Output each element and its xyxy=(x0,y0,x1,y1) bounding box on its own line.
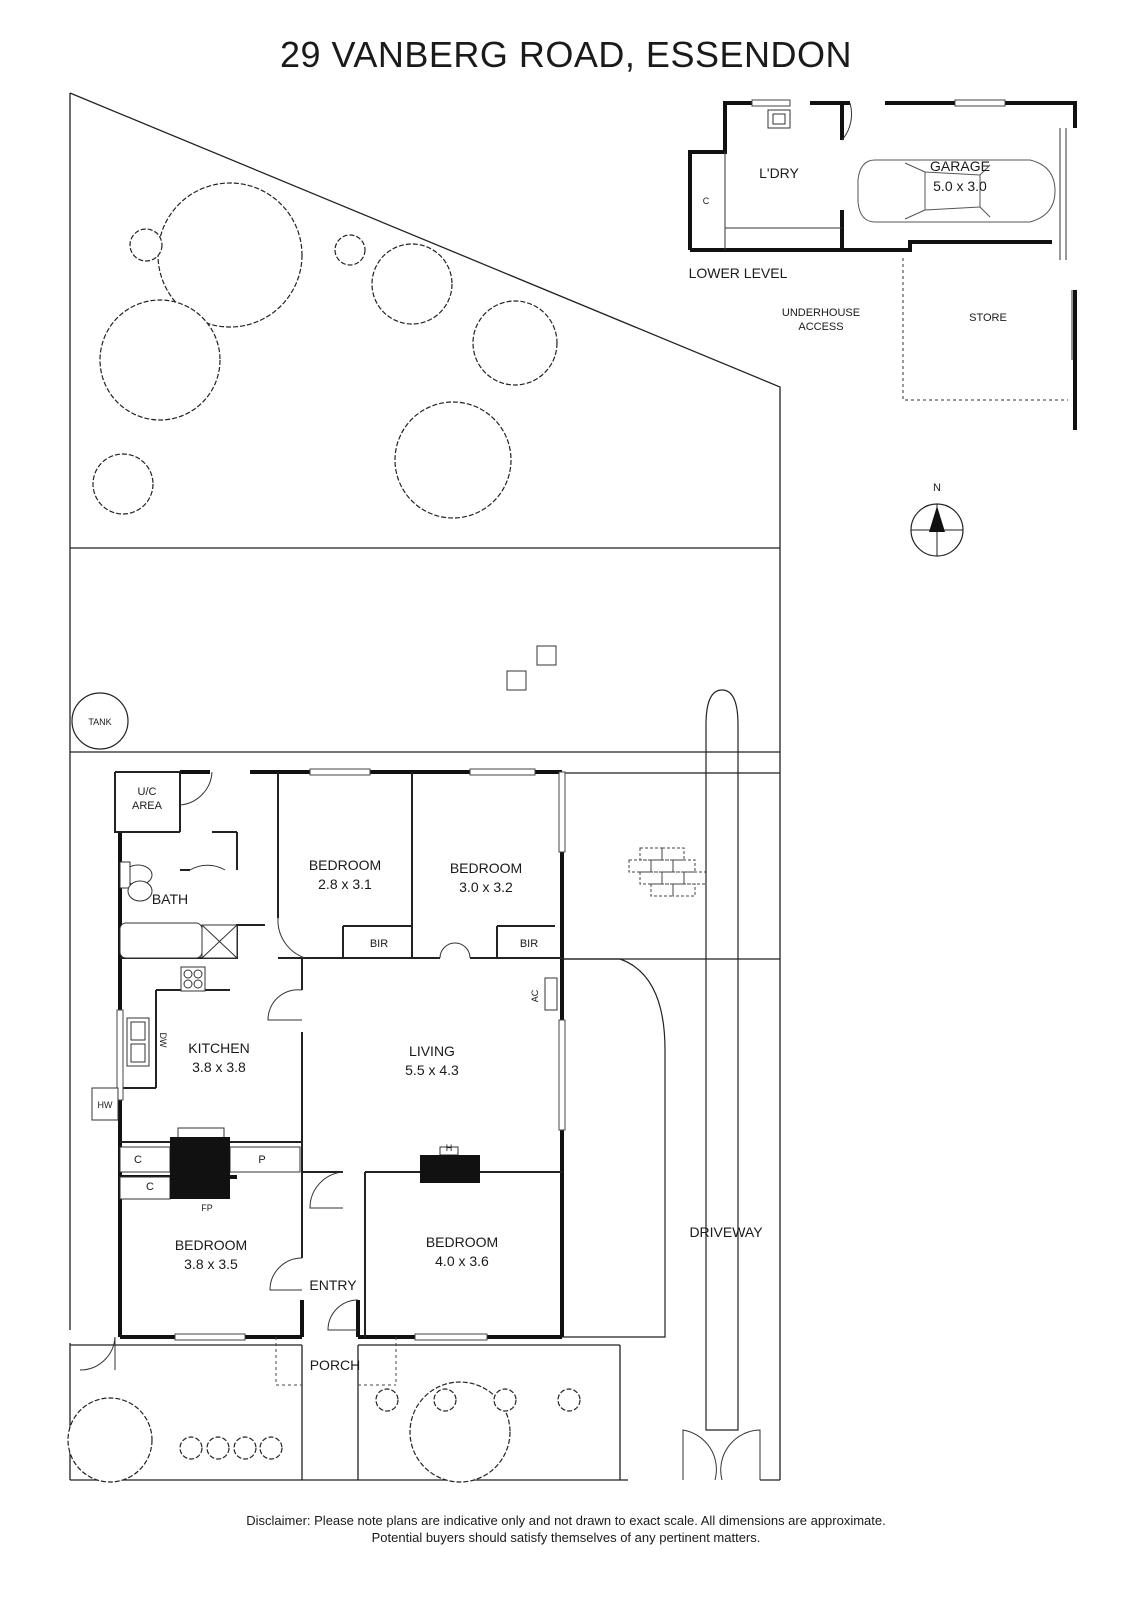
porch-label: PORCH xyxy=(310,1357,361,1373)
tree-icon xyxy=(259,1436,283,1460)
tree-icon xyxy=(99,299,221,421)
fixtures xyxy=(91,861,558,1200)
tree-icon xyxy=(233,1436,257,1460)
pavers xyxy=(506,645,557,691)
store-label: STORE xyxy=(969,312,1007,324)
dw-label: DW xyxy=(158,1033,168,1048)
bedroom-nw-label: BEDROOM xyxy=(309,857,381,873)
ac-unit xyxy=(544,977,558,1011)
cooktop-icon xyxy=(180,966,206,992)
brick-paving xyxy=(628,847,707,897)
windows xyxy=(116,99,1006,1341)
bir-label: BIR xyxy=(370,938,388,950)
entry-label: ENTRY xyxy=(309,1277,357,1293)
underhouse-label-2: ACCESS xyxy=(798,321,843,333)
fireplaces xyxy=(170,1137,480,1199)
hw-unit xyxy=(91,1087,119,1121)
tank-label: TANK xyxy=(88,717,111,727)
basin-icon xyxy=(127,880,153,902)
ac-label: AC xyxy=(530,989,540,1002)
bedroom-ne-dims: 3.0 x 3.2 xyxy=(459,879,513,895)
tree-icon xyxy=(67,1397,153,1483)
driveway xyxy=(562,689,739,1431)
tree-icon xyxy=(557,1388,581,1412)
porch-lines xyxy=(275,1337,397,1386)
driveway-label: DRIVEWAY xyxy=(689,1224,763,1240)
tree-icon xyxy=(92,453,154,515)
garage-label: GARAGE xyxy=(930,158,990,174)
tree-icon xyxy=(334,234,366,266)
bedroom-sw-dims: 3.8 x 3.5 xyxy=(184,1256,238,1272)
door-swings xyxy=(79,771,761,1481)
pantry-label: P xyxy=(258,1154,265,1166)
garage-dims: 5.0 x 3.0 xyxy=(933,178,987,194)
disclaimer-line-1: Disclaimer: Please note plans are indica… xyxy=(246,1513,886,1528)
tree-icons xyxy=(67,182,581,1483)
bedroom-se-label: BEDROOM xyxy=(426,1234,498,1250)
tree-icon xyxy=(472,300,558,386)
uc-area-label-2: AREA xyxy=(132,800,163,812)
kitchen-dims: 3.8 x 3.8 xyxy=(192,1059,246,1075)
compass-icon xyxy=(910,503,964,557)
tree-icon xyxy=(433,1388,457,1412)
hw-label: HW xyxy=(98,1100,113,1110)
disclaimer-line-2: Potential buyers should satisfy themselv… xyxy=(371,1530,761,1545)
tree-icon xyxy=(371,243,453,325)
compass-north-label: N xyxy=(933,482,941,494)
tree-icon xyxy=(493,1388,517,1412)
disclaimer: Disclaimer: Please note plans are indica… xyxy=(0,1512,1132,1546)
tank xyxy=(71,692,129,750)
cupboard-label: C xyxy=(146,1181,154,1193)
kitchen-label: KITCHEN xyxy=(188,1040,249,1056)
tree-icon xyxy=(375,1388,399,1412)
living-dims: 5.5 x 4.3 xyxy=(405,1062,459,1078)
bath-tub xyxy=(119,922,203,959)
tree-icon xyxy=(206,1436,230,1460)
car-icon xyxy=(857,159,1056,223)
laundry-label: L'DRY xyxy=(759,165,799,181)
bir-label: BIR xyxy=(520,938,538,950)
heater-label: H xyxy=(446,1143,453,1153)
tree-icon xyxy=(409,1381,511,1483)
tree-icon xyxy=(394,401,512,519)
bedroom-nw-dims: 2.8 x 3.1 xyxy=(318,876,372,892)
living-label: LIVING xyxy=(409,1043,455,1059)
tree-icon xyxy=(179,1436,203,1460)
cupboard-label: C xyxy=(703,196,710,206)
underhouse-label-1: UNDERHOUSE xyxy=(782,307,860,319)
bedroom-se-dims: 4.0 x 3.6 xyxy=(435,1253,489,1269)
cupboard-label: C xyxy=(134,1154,142,1166)
labels: GARAGE 5.0 x 3.0 L'DRY C LOWER LEVEL UND… xyxy=(88,158,1007,1373)
lower-level xyxy=(688,101,1077,430)
uc-area-label-1: U/C xyxy=(138,786,157,798)
fireplace-label: FP xyxy=(201,1203,213,1213)
bath-label: BATH xyxy=(152,891,188,907)
tree-icon xyxy=(129,228,163,262)
plan-title: 29 VANBERG ROAD, ESSENDON xyxy=(280,34,852,75)
bedroom-ne-label: BEDROOM xyxy=(450,860,522,876)
lower-level-label: LOWER LEVEL xyxy=(689,265,788,281)
bedroom-sw-label: BEDROOM xyxy=(175,1237,247,1253)
